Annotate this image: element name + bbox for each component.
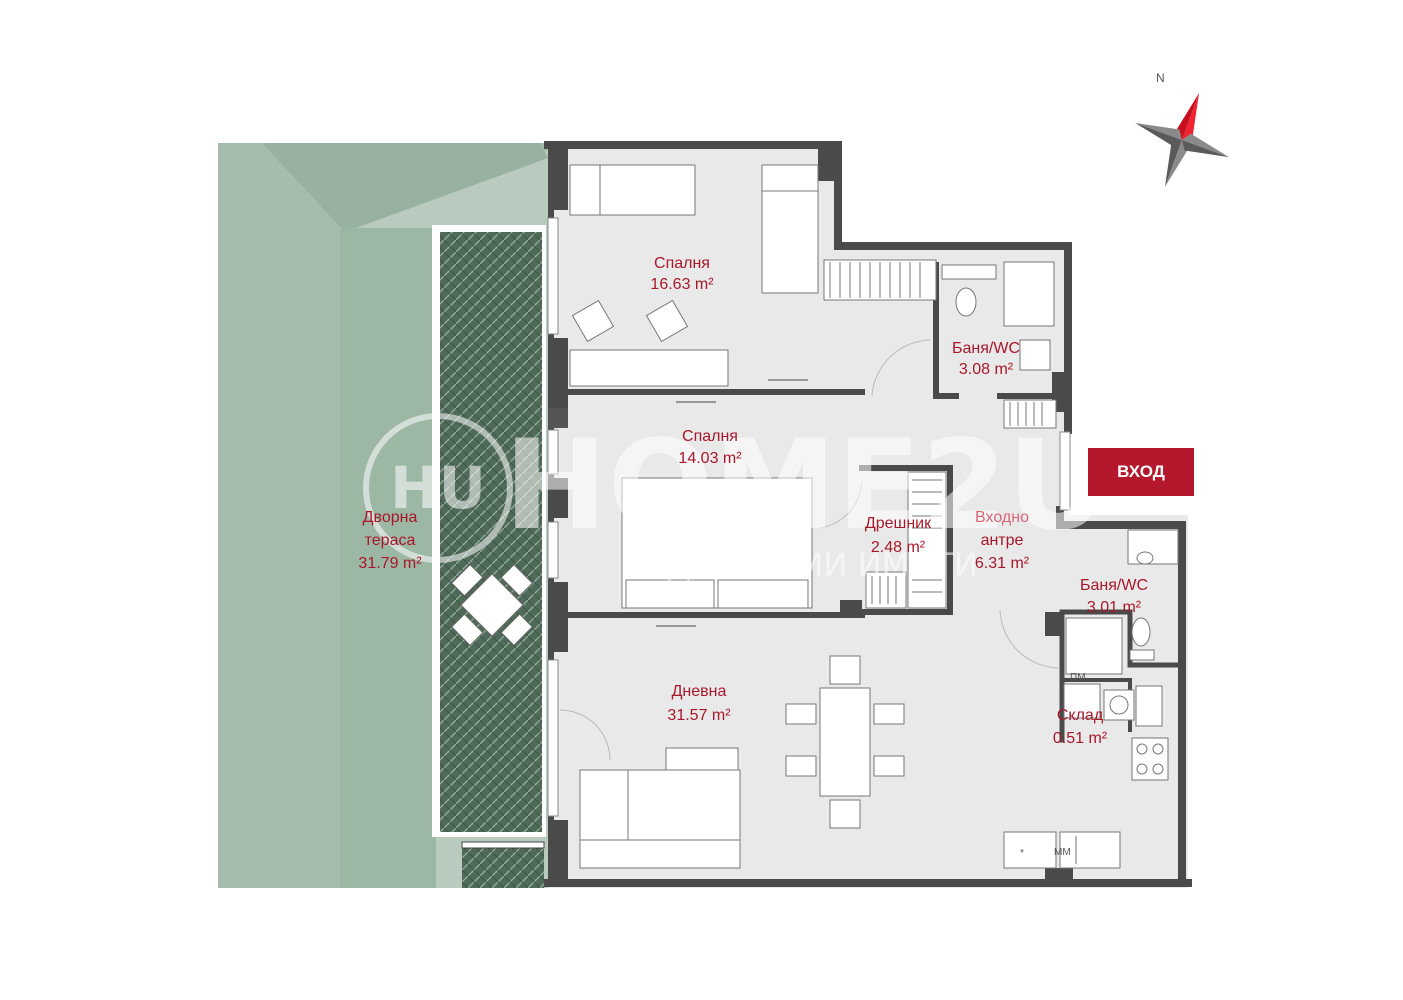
hall-name-2: антре bbox=[981, 532, 1024, 549]
door-markers bbox=[656, 379, 808, 627]
hall-area: 6.31 m² bbox=[975, 555, 1030, 572]
hall-name-1: Входно bbox=[975, 509, 1029, 526]
dishwasher-label: ММ bbox=[1054, 847, 1071, 858]
watermark-tagline: НЕДВИЖИМИ ИМОТИ bbox=[622, 546, 978, 584]
wall-columns bbox=[548, 145, 1073, 886]
living-furniture bbox=[559, 655, 1121, 869]
washer-label: ПМ bbox=[1070, 672, 1086, 683]
bath1-name: Баня/WC bbox=[952, 340, 1020, 357]
watermark: HU HOME2U НЕДВИЖИМИ ИМОТИ bbox=[363, 413, 1108, 584]
terrace-table bbox=[450, 563, 534, 647]
bedroom2-furniture bbox=[621, 471, 947, 609]
compass-icon bbox=[1135, 93, 1229, 187]
bath1-fixtures bbox=[941, 261, 1057, 429]
watermark-logo: HU bbox=[390, 454, 486, 522]
storage-area: 0.51 m² bbox=[1053, 730, 1108, 747]
watermark-brand: HOME2U bbox=[504, 414, 1108, 558]
deck-strip bbox=[432, 225, 546, 888]
closet-area: 2.48 m² bbox=[871, 539, 926, 556]
room-labels: Спалня 16.63 m² Баня/WC 3.08 m² Спалня 1… bbox=[358, 255, 1148, 747]
apartment-floor bbox=[548, 145, 1188, 888]
living-area: 31.57 m² bbox=[667, 707, 731, 724]
bedroom1-name: Спалня bbox=[654, 255, 710, 272]
terrace-name-1: Дворна bbox=[363, 509, 418, 526]
bath1-area: 3.08 m² bbox=[959, 361, 1014, 378]
windows bbox=[547, 217, 1071, 817]
bath2-area: 3.01 m² bbox=[1087, 599, 1142, 616]
bath2-name: Баня/WC bbox=[1080, 577, 1148, 594]
entrance-label: ВХОД bbox=[1117, 462, 1165, 481]
bedroom2-name: Спалня bbox=[682, 428, 738, 445]
storage-name: Склад bbox=[1057, 707, 1104, 724]
closet-name: Дрешник bbox=[865, 515, 932, 532]
fixture-labels: ПМ ММ * bbox=[1020, 672, 1086, 859]
terrace-name-2: тераса bbox=[365, 532, 416, 549]
terrace-area: 31.79 m² bbox=[358, 555, 422, 572]
bedroom1-furniture bbox=[569, 164, 937, 397]
compass-north-label: N bbox=[1156, 71, 1165, 85]
bedroom1-area: 16.63 m² bbox=[650, 276, 714, 293]
living-name: Дневна bbox=[672, 683, 727, 700]
bedroom2-area: 14.03 m² bbox=[678, 450, 742, 467]
fridge-label: * bbox=[1020, 848, 1024, 859]
bath2-fixtures bbox=[999, 529, 1179, 781]
entrance-badge: ВХОД bbox=[1088, 448, 1194, 496]
